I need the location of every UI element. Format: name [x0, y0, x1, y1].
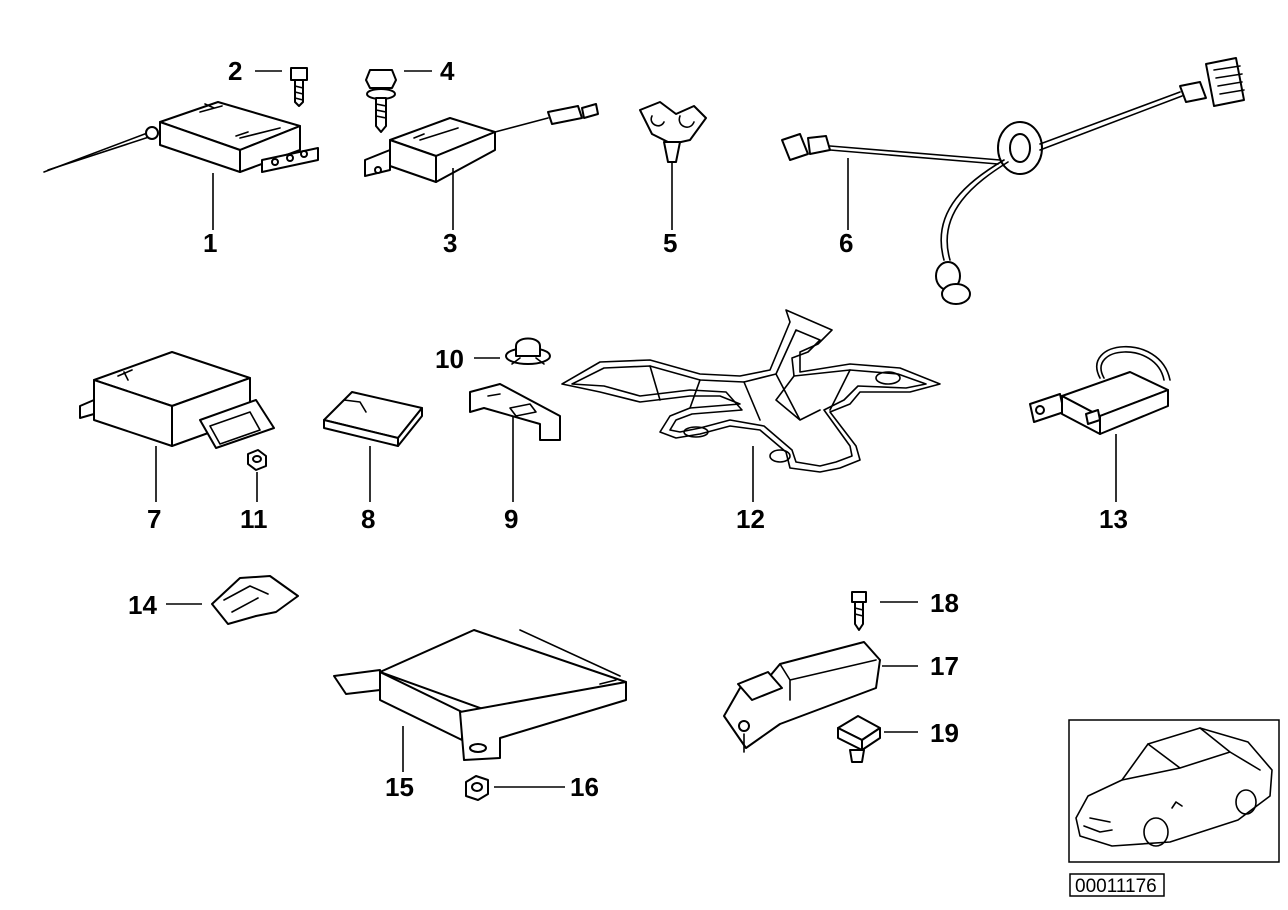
part-2-screw[interactable]: [290, 67, 308, 107]
callout-6: 6: [839, 228, 853, 258]
callout-8: 8: [361, 504, 375, 534]
reference-number-box: 00011176: [1069, 873, 1165, 897]
part-7-control-module[interactable]: [79, 351, 275, 449]
callout-3: 3: [443, 228, 457, 258]
callout-19: 19: [930, 718, 959, 748]
part-14-clip[interactable]: [211, 575, 299, 625]
part-8-pad[interactable]: [323, 391, 423, 447]
part-3-sensor[interactable]: [364, 103, 599, 183]
reference-number: 00011176: [1075, 876, 1157, 897]
callout-18: 18: [930, 588, 959, 618]
callout-11: 11: [240, 504, 268, 534]
part-4-bolt[interactable]: [365, 69, 397, 133]
callout-1: 1: [203, 228, 217, 258]
callout-15: 15: [385, 772, 414, 802]
part-9-bracket[interactable]: [469, 383, 561, 441]
part-12-sensor-mat[interactable]: [561, 309, 941, 473]
callout-14: 14: [128, 590, 157, 620]
callout-9: 9: [504, 504, 518, 534]
callout-5: 5: [663, 228, 677, 258]
callout-16: 16: [570, 772, 599, 802]
part-19-clip-nut[interactable]: [837, 715, 881, 763]
callout-4: 4: [440, 56, 455, 86]
part-6-wiring-harness[interactable]: [781, 57, 1245, 305]
part-17-sensor-module[interactable]: [723, 641, 881, 753]
part-16-nut[interactable]: [465, 775, 489, 801]
part-5-clip[interactable]: [639, 101, 707, 163]
part-11-nut[interactable]: [247, 449, 267, 471]
callout-7: 7: [147, 504, 161, 534]
part-18-screw[interactable]: [851, 591, 867, 631]
car-thumbnail: [1068, 719, 1280, 863]
callout-2: 2: [228, 56, 242, 86]
callout-10: 10: [435, 344, 464, 374]
callout-17: 17: [930, 651, 959, 681]
callout-12: 12: [736, 504, 765, 534]
part-10-push-clip[interactable]: [505, 337, 551, 365]
part-1-control-unit[interactable]: [43, 101, 319, 173]
part-15-airbag-unit[interactable]: [333, 629, 627, 761]
part-13-sensor[interactable]: [1029, 345, 1171, 435]
callout-13: 13: [1099, 504, 1128, 534]
